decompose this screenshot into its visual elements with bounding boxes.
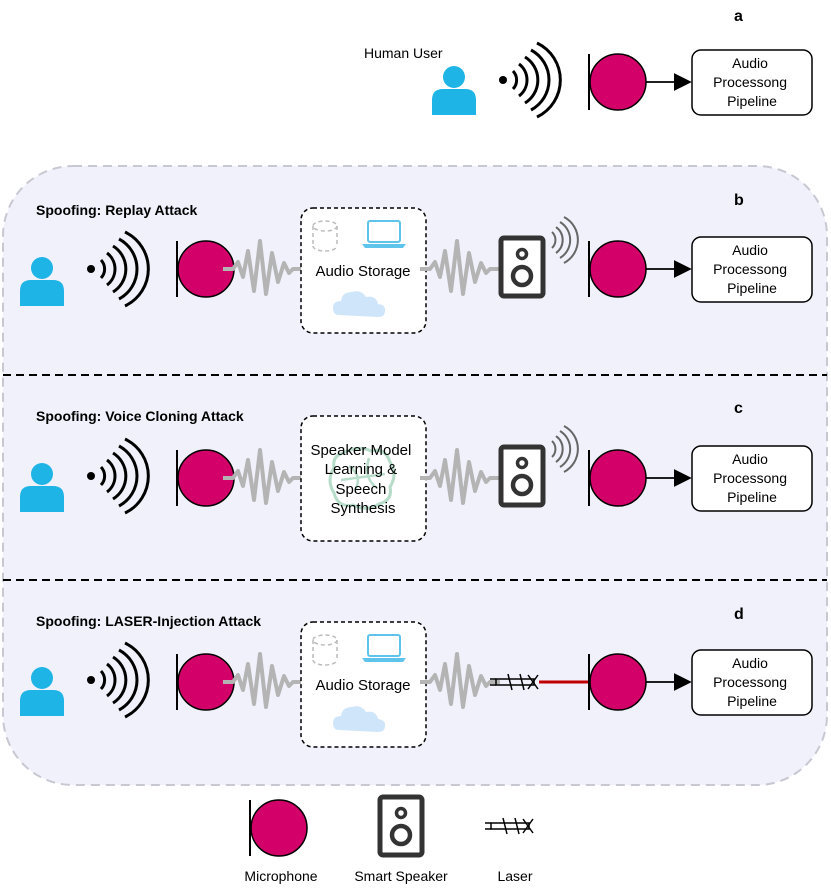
legend-smart-speaker-label: Smart Speaker xyxy=(354,868,448,884)
panel-letter-a: a xyxy=(734,8,743,25)
storage-label: Audio Storage xyxy=(315,263,410,280)
pipeline-box xyxy=(691,49,813,116)
microphone-icon xyxy=(588,240,647,298)
panel-letter-d: d xyxy=(734,606,744,623)
pipeline-label: Audio Processong Pipeline xyxy=(713,242,791,296)
smart-speaker-icon xyxy=(501,238,543,296)
panel-a: a Human User Audio Processong Pipeline xyxy=(364,8,813,119)
legend-smart-speaker-icon xyxy=(380,797,422,855)
pipeline-label: Audio Processong Pipeline xyxy=(713,451,791,505)
panel-b: Spoofing: Replay Attack b Audio Storage … xyxy=(20,192,813,334)
human-user-label: Human User xyxy=(364,45,443,61)
pipeline-box xyxy=(691,236,813,303)
user-icon xyxy=(432,66,476,115)
legend-microphone-icon xyxy=(249,799,308,857)
pipeline-label: Audio Processong Pipeline xyxy=(713,655,791,709)
panel-letter-b: b xyxy=(734,192,744,209)
legend-laser-label: Laser xyxy=(497,868,532,884)
model-label: Speaker Model Learning & Speech Synthesi… xyxy=(310,442,415,517)
legend: Microphone Smart Speaker Laser xyxy=(244,797,534,884)
smart-speaker-icon xyxy=(501,447,543,505)
panel-title-b: Spoofing: Replay Attack xyxy=(36,202,197,218)
panel-title-d: Spoofing: LASER-Injection Attack xyxy=(36,613,261,629)
microphone-icon xyxy=(588,53,647,111)
pipeline-box xyxy=(691,649,813,716)
pipeline-label: Audio Processong Pipeline xyxy=(713,55,791,109)
microphone-icon xyxy=(588,653,647,711)
panel-title-c: Spoofing: Voice Cloning Attack xyxy=(36,408,244,424)
legend-laser-icon xyxy=(484,817,534,835)
sound-wave-icon xyxy=(497,41,562,119)
microphone-icon xyxy=(588,449,647,507)
model-box xyxy=(300,415,427,542)
panel-c: Spoofing: Voice Cloning Attack c Speaker… xyxy=(20,400,813,542)
storage-label: Audio Storage xyxy=(315,677,410,694)
panel-letter-c: c xyxy=(734,400,743,417)
pipeline-box xyxy=(691,445,813,512)
panel-d: Spoofing: LASER-Injection Attack d Audio… xyxy=(20,606,813,748)
storage-box xyxy=(300,621,427,748)
legend-microphone-label: Microphone xyxy=(244,868,317,884)
